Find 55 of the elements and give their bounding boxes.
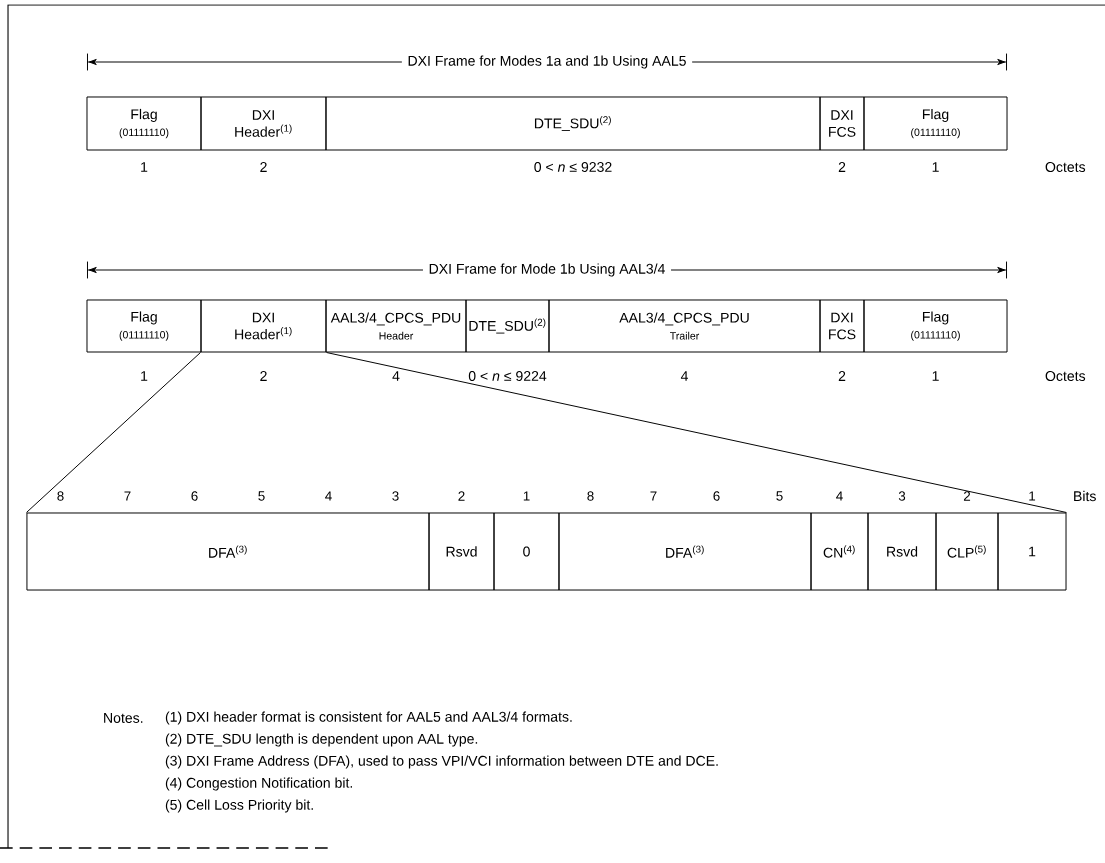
field-cell: DXI FCS — [819, 96, 865, 151]
field-cell: Rsvd — [428, 512, 495, 591]
field-cell: DFA$^{(3)}$ — [558, 512, 812, 591]
note-text: (4) Congestion Notification bit. — [165, 777, 352, 791]
field-cell: 0 — [493, 512, 560, 591]
field-cell: AAL3/4_CPCS_PDU Trailer — [548, 299, 821, 353]
octet-count: 4 — [392, 371, 400, 381]
field-cell: DTE_SDU$^{(2)}$ — [325, 96, 821, 151]
field-cell: Flag (01111110) — [86, 299, 202, 353]
field-cell: Flag (01111110) — [86, 96, 202, 151]
field-cell: DTE_SDU$^{(2)}$ — [465, 299, 550, 353]
dimension-label: DXI Frame for Modes 1a and 1b Using AAL5 — [408, 55, 686, 69]
field-cell: Flag (01111110) — [863, 299, 1008, 353]
field-cell: Flag (01111110) — [863, 96, 1008, 151]
octet-count: 2 — [260, 371, 267, 381]
octet-count: 1 — [141, 371, 148, 381]
note-text: (3) DXI Frame Address (DFA), used to pass VPI/VCI information between DTE and DCE. — [165, 755, 718, 769]
bit-number: 4 — [836, 491, 843, 501]
field-cell: CN$^{(4)}$ — [810, 512, 869, 591]
field-cell: 1 — [997, 512, 1067, 591]
note-text: (2) DTE_SDU length is dependent upon AAL type. — [165, 733, 478, 747]
field-cell: DXI Header$^{(1)}$ — [200, 96, 327, 151]
unit-label: Bits — [1074, 490, 1096, 502]
expansion-line — [25, 352, 201, 513]
octet-count: 4 — [680, 371, 688, 381]
octet-count: 2 — [838, 162, 846, 172]
field-cell: AAL3/4_CPCS_PDU Header — [325, 299, 467, 353]
field-cell: DXI Header$^{(1)}$ — [200, 299, 327, 353]
bit-number: 3 — [392, 491, 399, 501]
bit-number: 5 — [776, 491, 783, 501]
octet-count: 1 — [141, 162, 148, 172]
bit-number: 8 — [587, 491, 594, 501]
bit-number: 2 — [963, 491, 971, 501]
unit-label: Octets — [1045, 371, 1086, 381]
octet-count: 1 — [932, 371, 939, 381]
bit-number: 3 — [898, 491, 906, 501]
field-cell: CLP$^{(5)}$ — [935, 512, 999, 591]
note-text: (1) DXI header format is consistent for AAL5 and AAL3/4 formats. — [165, 711, 572, 725]
field-cell: DFA$^{(3)}$ — [26, 512, 430, 591]
octet-count: 2 — [260, 162, 267, 172]
unit-label: Octets — [1045, 162, 1086, 172]
notes-heading: Notes. — [104, 713, 143, 723]
field-cell: DXI FCS — [819, 299, 865, 353]
bit-number: 1 — [1029, 491, 1036, 501]
bit-number: 2 — [458, 491, 465, 501]
field-cell: Rsvd — [867, 512, 937, 591]
octet-count: 0 < n ≤ 9224 — [468, 371, 547, 381]
octet-count: 0 < n ≤ 9232 — [534, 162, 612, 172]
octet-count: 1 — [932, 162, 939, 172]
octet-count: 2 — [838, 371, 846, 381]
dimension-label: DXI Frame for Mode 1b Using AAL3/4 — [429, 263, 665, 277]
expansion-line — [326, 352, 1067, 513]
bit-number: 8 — [57, 491, 64, 501]
bit-number: 1 — [523, 491, 530, 501]
note-text: (5) Cell Loss Priority bit. — [165, 799, 313, 813]
